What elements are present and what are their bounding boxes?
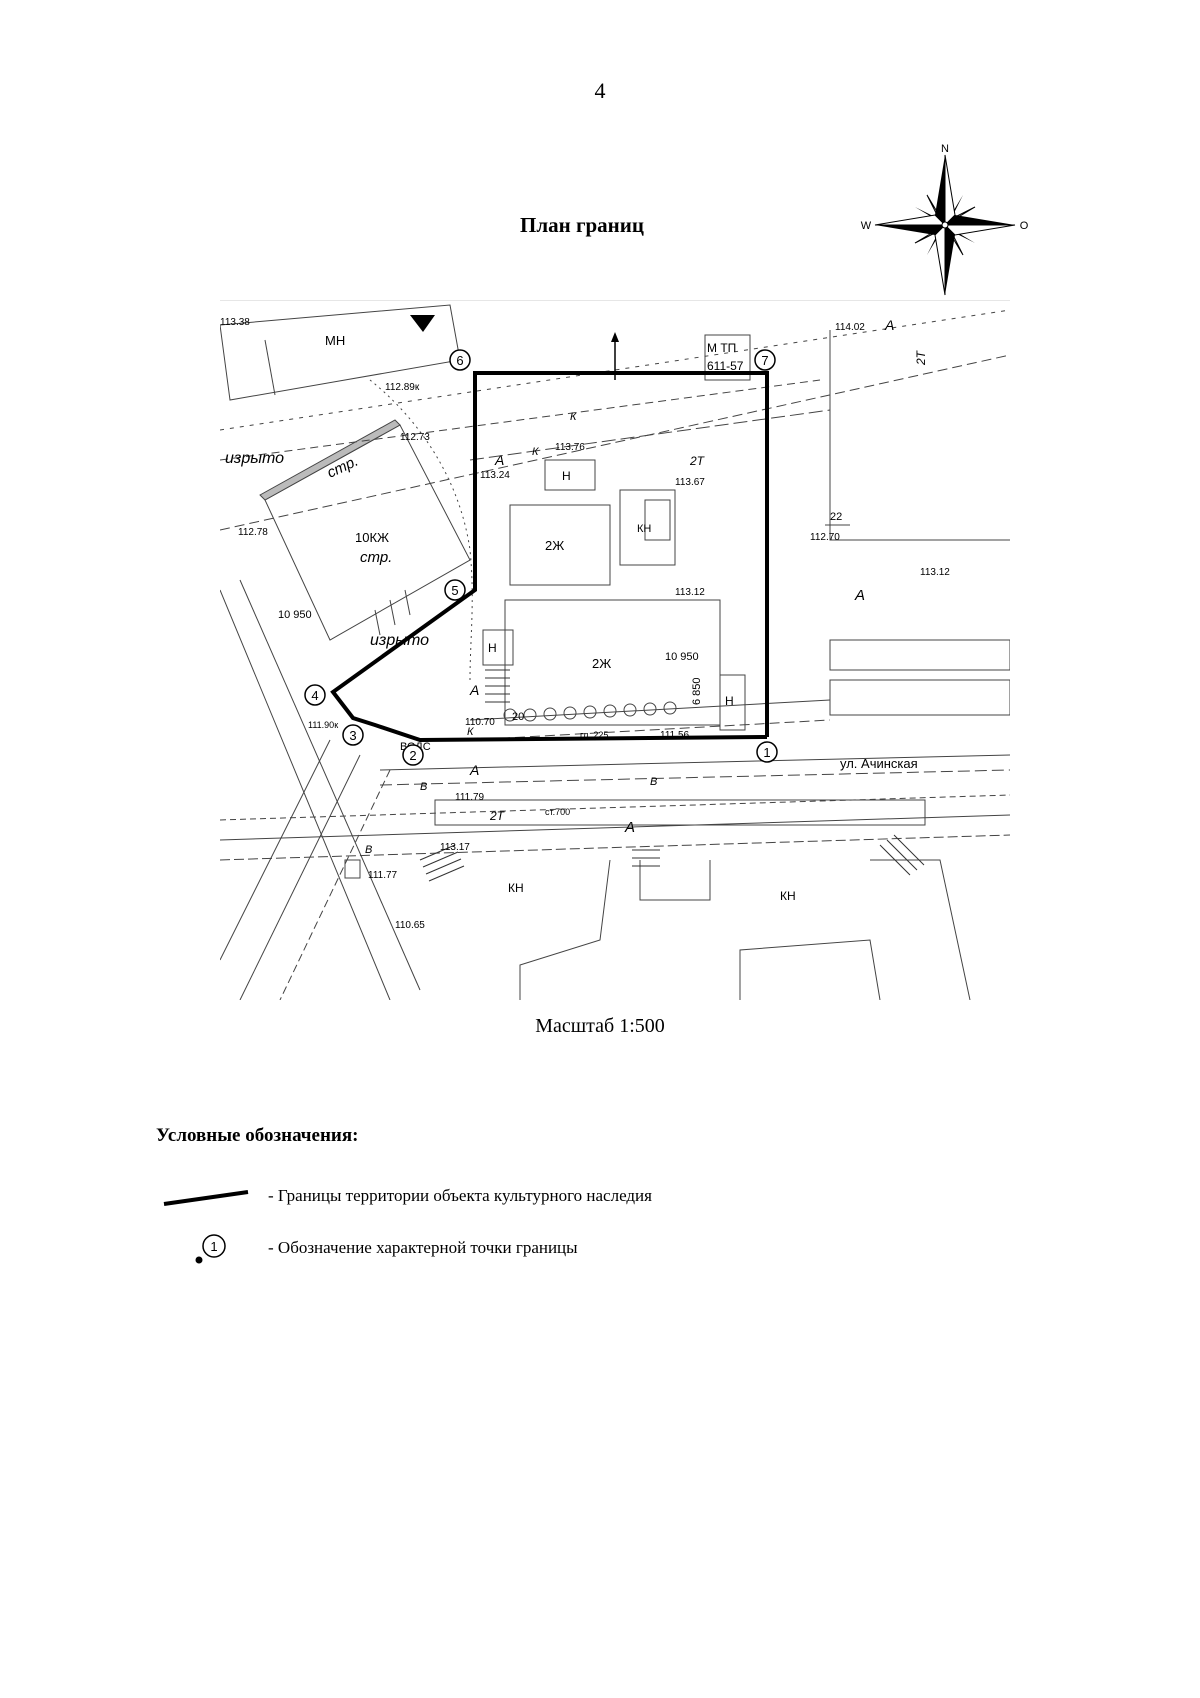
- boundary-point-5: 5: [444, 579, 466, 601]
- map-elev-11189: 112.89к: [385, 382, 420, 393]
- map-elev-11065: 110.65: [395, 920, 425, 931]
- map-label-build-str-2: стр.: [360, 549, 392, 566]
- map-elev-11270: 112.70: [810, 532, 840, 543]
- map-label-a3: А: [469, 682, 479, 698]
- map-elev-11376: 113.76: [555, 442, 585, 453]
- map-label-kn-bottom-left: КН: [508, 881, 524, 895]
- map-label-2zh-1: 2Ж: [545, 538, 564, 553]
- map-label-kn-bottom-right: КН: [780, 889, 796, 903]
- map-label-k3: К: [467, 726, 474, 738]
- compass-rose-icon: N S W O: [861, 143, 1029, 310]
- boundary-point-label: 2: [409, 748, 416, 763]
- boundary-point-3: 3: [342, 724, 364, 746]
- map-scale: Масштаб 1:500: [535, 1015, 665, 1037]
- page-title: План границ: [520, 213, 644, 237]
- map-label-2t-1: 2Т: [689, 454, 706, 468]
- legend-point-label: 1: [210, 1239, 217, 1254]
- map-dim-10950a: 10 950: [278, 609, 312, 621]
- boundary-point-label: 7: [761, 353, 768, 368]
- boundary-point-6: 6: [449, 349, 471, 371]
- map-label-2zh-2: 2Ж: [592, 656, 611, 671]
- boundary-point-label: 1: [763, 745, 770, 760]
- map-dim-6850: 6 850: [691, 677, 703, 705]
- compass-east-label: O: [1020, 220, 1029, 232]
- map-label-a2: А: [494, 452, 504, 468]
- compass-north-label: N: [941, 143, 949, 155]
- boundary-map: 113.38 МН М ТП 611-57 114.02 А изрыто ст…: [220, 300, 1010, 1000]
- map-label-a4: А: [854, 587, 865, 604]
- map-label-num-20: 20: [512, 711, 524, 723]
- map-elev-11402: 114.02: [835, 322, 865, 333]
- legend-title: Условные обозначения:: [156, 1125, 359, 1146]
- map-elev-11317: 113.17: [440, 842, 470, 853]
- map-label-k2: К: [570, 411, 577, 423]
- compass-west-label: W: [861, 220, 872, 232]
- boundary-point-label: 3: [349, 728, 356, 743]
- map-label-num-22: 22: [830, 511, 842, 523]
- map-elev-11179: 111.79: [455, 792, 485, 803]
- boundary-point-4: 4: [304, 684, 326, 706]
- map-pipe-700: ст.700: [545, 807, 570, 817]
- map-elev-11312b: 113.12: [920, 567, 950, 578]
- boundary-point-1: 1: [756, 741, 778, 763]
- map-label-k1: К: [532, 446, 539, 458]
- map-elev-11367: 113.67: [675, 477, 705, 488]
- map-dim-10950b: 10 950: [665, 651, 699, 663]
- map-elev-11273: 112.73: [400, 432, 430, 443]
- map-label-a5: А: [469, 762, 479, 778]
- map-label-10kzh: 10КЖ: [355, 530, 389, 545]
- map-label-n1: Н: [562, 469, 571, 483]
- map-label-kn-center: КН: [637, 523, 651, 535]
- boundary-point-2: 2: [402, 744, 424, 766]
- map-label-2t-2: 2Т: [914, 349, 928, 366]
- boundary-point-label: 4: [311, 688, 318, 703]
- map-pipe-225: гл. 225: [580, 730, 608, 740]
- map-label-tp-2: 611-57: [707, 359, 744, 373]
- boundary-point-label: 6: [456, 353, 463, 368]
- map-elev-11278: 112.78: [238, 527, 268, 538]
- map-label-v1: В: [420, 781, 427, 793]
- map-elev-11070: 110.70: [465, 717, 495, 728]
- legend-item-text: - Обозначение характерной точки границы: [268, 1238, 578, 1257]
- map-label-n3: Н: [725, 694, 734, 708]
- map-elev-11338: 113.38: [220, 317, 250, 328]
- map-label-izryto-1: изрыто: [225, 450, 284, 467]
- map-label-izryto-2: изрыто: [370, 632, 429, 649]
- map-label-v3: В: [365, 844, 372, 856]
- map-label-a1: А: [884, 317, 894, 333]
- map-label-2t-3: 2Т: [489, 809, 506, 823]
- map-elev-11190: 111.90к: [308, 720, 338, 730]
- boundary-point-label: 5: [451, 583, 458, 598]
- map-label-tp-1: М ТП: [707, 341, 736, 355]
- boundary-point-7: 7: [754, 349, 776, 371]
- boundary-line-icon: [163, 1190, 249, 1206]
- map-label-a6: А: [624, 819, 635, 836]
- legend-item-text: - Границы территории объекта культурного…: [268, 1186, 652, 1205]
- map-label-n2: Н: [488, 641, 497, 655]
- map-label-mn: МН: [325, 333, 345, 348]
- map-elev-11177: 111.77: [368, 870, 398, 881]
- map-label-v2: В: [650, 776, 657, 788]
- map-elev-11312a: 113.12: [675, 587, 705, 598]
- map-elev-11324: 113.24: [480, 470, 510, 481]
- page-number: 4: [594, 78, 606, 103]
- map-elev-11156: 111.56: [660, 730, 690, 741]
- map-label-street: ул. Ачинская: [840, 756, 918, 771]
- boundary-point-icon: 1: [195, 1234, 226, 1264]
